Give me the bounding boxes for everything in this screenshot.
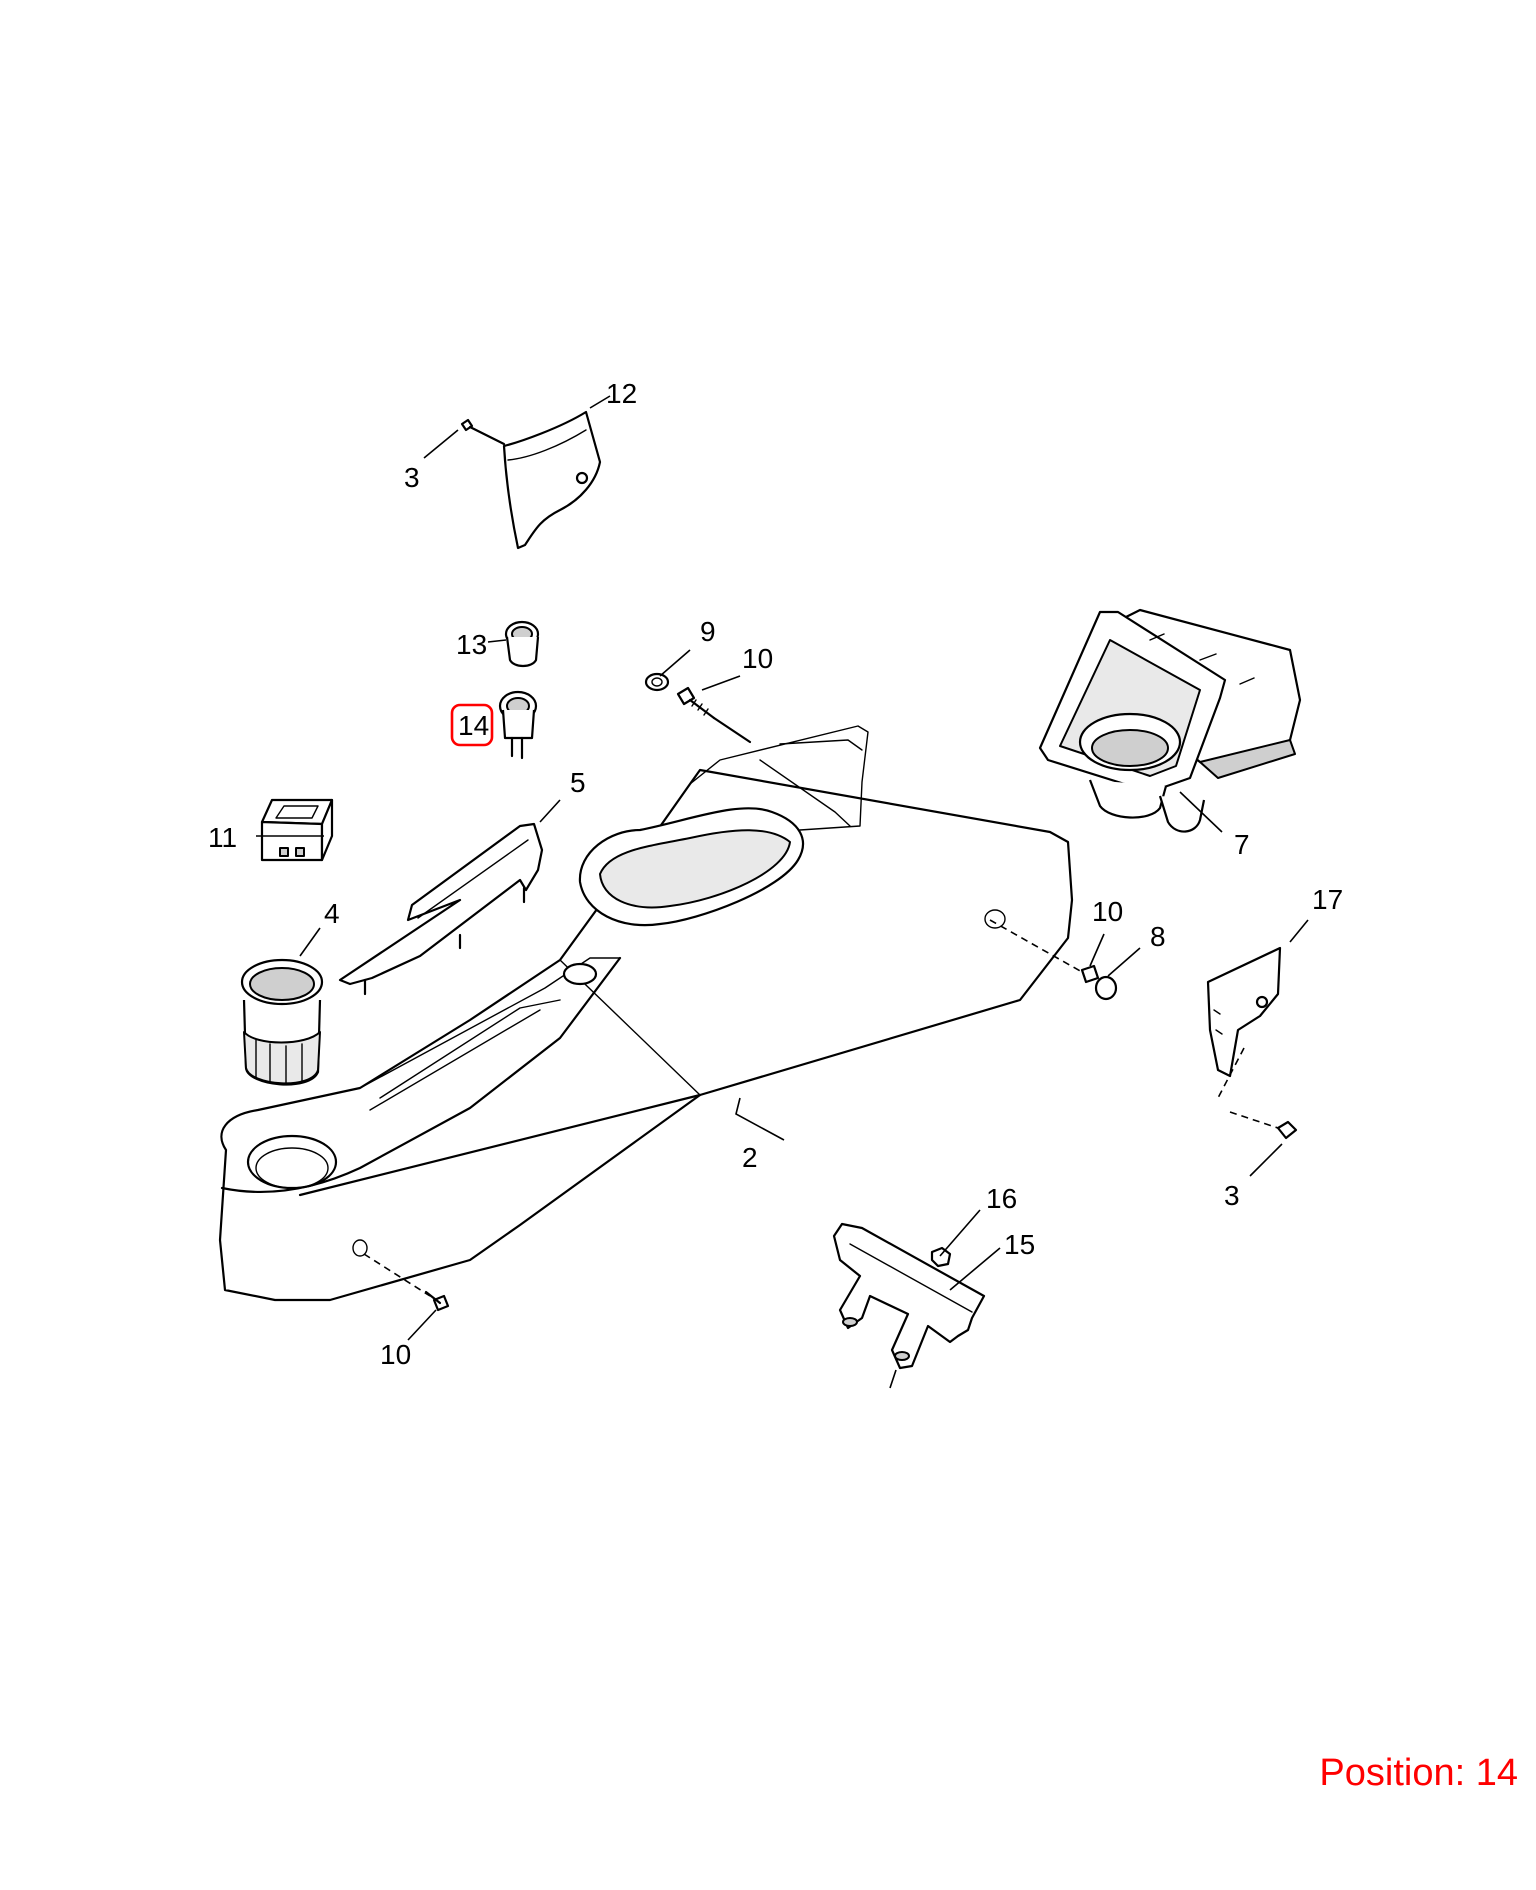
callout-16[interactable]: 16 xyxy=(986,1183,1017,1214)
callout-13[interactable]: 13 xyxy=(456,629,487,660)
callout-15[interactable]: 15 xyxy=(1004,1229,1035,1260)
switch-part-11[interactable] xyxy=(260,798,334,862)
callout-10-lower[interactable]: 10 xyxy=(380,1339,411,1370)
cup-holder-part-7[interactable] xyxy=(1038,608,1302,833)
bolt-part-10-right[interactable] xyxy=(989,919,1100,984)
bolt-part-10-lower[interactable] xyxy=(363,1253,450,1312)
leader-lines xyxy=(256,395,1309,1389)
grommet-part-9[interactable] xyxy=(644,672,670,692)
center-console-part-2[interactable] xyxy=(218,725,1074,1302)
plug-part-8[interactable] xyxy=(1094,975,1118,1001)
callout-10-upper[interactable]: 10 xyxy=(742,643,773,674)
trim-panel-part-17[interactable] xyxy=(1206,946,1282,1099)
callout-12[interactable]: 12 xyxy=(606,378,637,409)
bracket-part-15[interactable] xyxy=(832,1222,986,1370)
side-panel-part-5[interactable] xyxy=(338,822,544,996)
callout-2[interactable]: 2 xyxy=(742,1142,758,1173)
callout-11[interactable]: 11 xyxy=(208,822,237,853)
nut-part-16[interactable] xyxy=(930,1246,952,1268)
screw-part-3-lower[interactable] xyxy=(1229,1111,1298,1140)
trim-panel-part-12[interactable] xyxy=(502,410,602,550)
callout-labels: 12 3 13 14 9 10 5 11 4 7 10 8 17 2 3 16 … xyxy=(208,378,1343,1370)
callout-8[interactable]: 8 xyxy=(1150,921,1166,952)
callout-4[interactable]: 4 xyxy=(324,898,340,929)
callout-7[interactable]: 7 xyxy=(1234,829,1250,860)
callout-5[interactable]: 5 xyxy=(570,767,586,798)
callout-3-upper[interactable]: 3 xyxy=(404,462,420,493)
lighter-socket-part-14[interactable] xyxy=(498,690,538,760)
callout-3-lower[interactable]: 3 xyxy=(1224,1180,1240,1211)
screw-part-3-upper[interactable] xyxy=(460,418,506,446)
callout-14-highlight xyxy=(450,703,494,747)
callout-10-right[interactable]: 10 xyxy=(1092,896,1123,927)
callout-9[interactable]: 9 xyxy=(700,616,716,647)
position-label: Position: 14 xyxy=(1319,1752,1518,1794)
callout-17[interactable]: 17 xyxy=(1312,884,1343,915)
cup-insert-part-4[interactable] xyxy=(240,958,324,1086)
socket-part-13[interactable] xyxy=(504,620,540,668)
bolt-part-10-upper[interactable] xyxy=(676,686,752,744)
callout-14[interactable]: 14 xyxy=(458,710,489,741)
